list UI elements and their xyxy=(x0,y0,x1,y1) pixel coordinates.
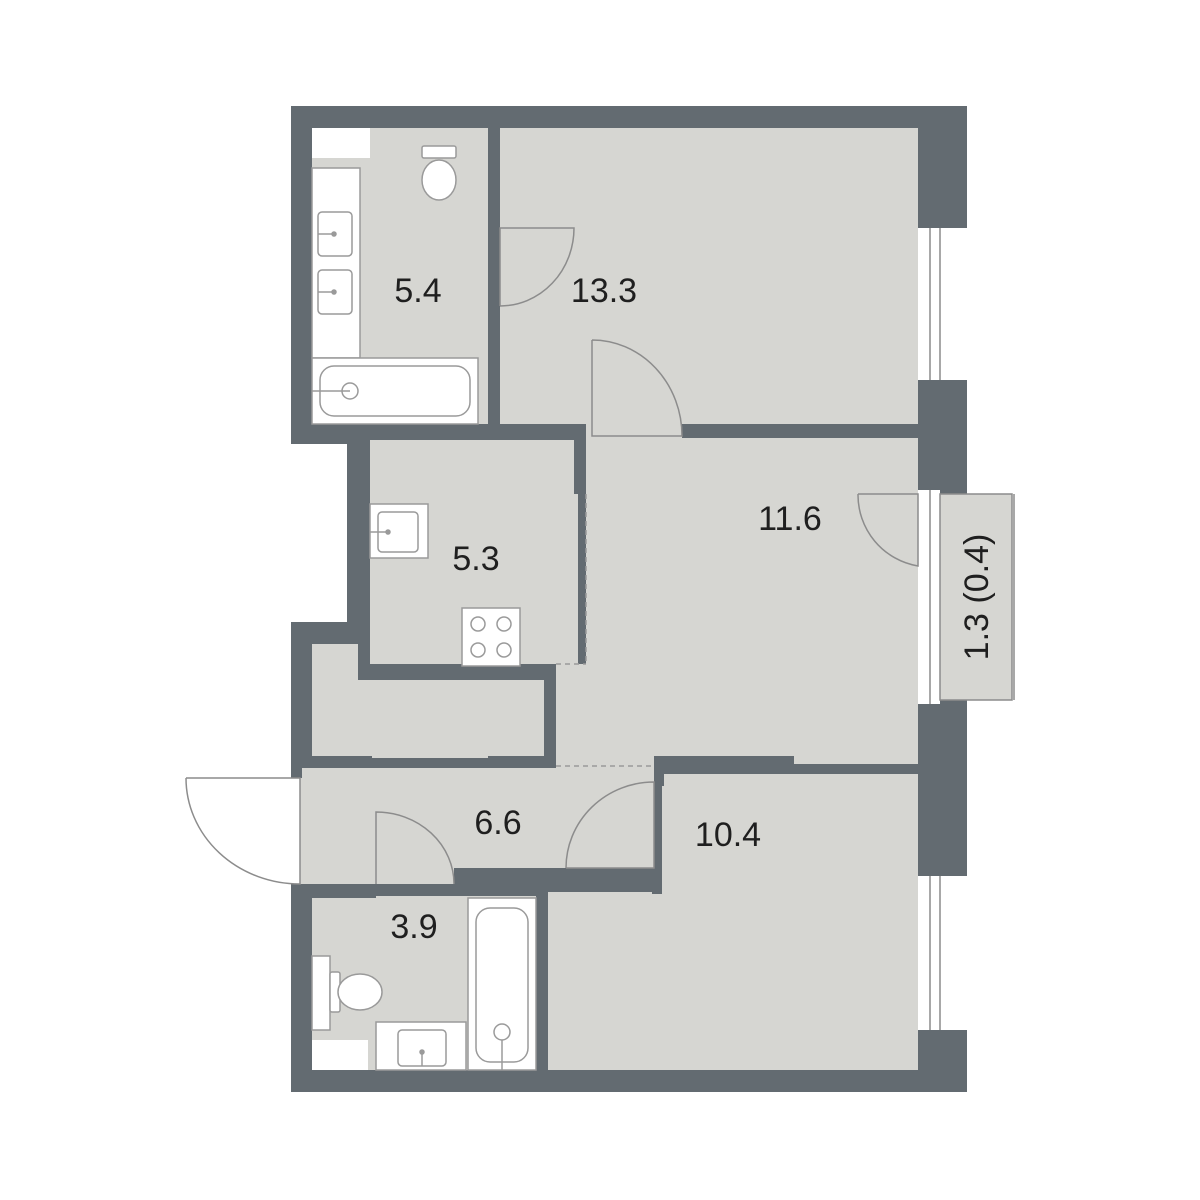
wall-hall-top-right xyxy=(488,756,556,768)
vanity-counter xyxy=(311,167,361,359)
door-swing-icon xyxy=(857,493,919,567)
floor-living-lower xyxy=(556,664,918,768)
toilet-icon xyxy=(421,145,457,201)
area-label-living: 11.6 xyxy=(758,500,822,538)
sink-icon xyxy=(317,269,353,315)
wall-bedroom-bottom-top2 xyxy=(794,764,918,774)
door-swing-icon xyxy=(499,227,575,307)
bath-bottom-niche xyxy=(312,1040,368,1070)
doors xyxy=(185,227,919,885)
area-label-bedroom-top: 13.3 xyxy=(571,272,637,310)
wall-kitchen-right xyxy=(574,436,586,494)
bath-top-niche xyxy=(312,128,370,158)
wall-storage-right xyxy=(544,664,556,758)
balcony-floor xyxy=(939,493,1013,701)
fixtures-top-bath xyxy=(311,145,479,425)
bathtub-icon xyxy=(311,357,479,425)
door-swing-icon xyxy=(591,339,683,437)
area-label-bathroom-bottom: 3.9 xyxy=(390,908,437,946)
sink-icon xyxy=(375,1021,467,1071)
area-label-bathroom-top: 5.4 xyxy=(394,272,441,310)
window-icon xyxy=(918,228,968,380)
floor-storage-2 xyxy=(312,680,544,758)
wall-bedroom-bottom-left xyxy=(654,756,664,786)
door-swing-icon xyxy=(565,781,655,869)
fixtures-kitchen xyxy=(369,503,521,667)
door-swing-icon xyxy=(375,811,455,885)
wall-hall-lip xyxy=(652,868,662,894)
fixtures-bottom-bath xyxy=(311,897,537,1071)
stove-icon xyxy=(461,607,521,667)
wall-hall-bottom-left xyxy=(302,884,376,898)
floor-bedroom-top xyxy=(500,128,918,424)
balcony xyxy=(939,493,1015,701)
area-labels: 5.4 13.3 5.3 11.6 1.3 (0.4) 6.6 10.4 3.9 xyxy=(390,272,996,946)
wall-bath-bedroom-low xyxy=(488,306,500,424)
area-label-hallway: 6.6 xyxy=(474,804,521,842)
wall-bedroom-living xyxy=(682,426,918,438)
wall-kitchen-bottom xyxy=(360,664,556,678)
wall-hall-bottom xyxy=(454,868,662,886)
window-icon xyxy=(918,490,940,704)
area-label-balcony: 1.3 (0.4) xyxy=(958,534,996,661)
wall-hall-top-left xyxy=(312,756,372,768)
wall-bedroom-bottom-top xyxy=(654,756,794,774)
windows xyxy=(918,228,968,1030)
area-label-bedroom-bottom: 10.4 xyxy=(695,816,761,854)
wall-kitchen-top xyxy=(360,426,586,440)
zone-dividers xyxy=(556,494,654,767)
floor-bedroom-bottom-lower xyxy=(546,892,918,1070)
area-label-kitchen: 5.3 xyxy=(452,540,499,578)
wall-bath-bedroom xyxy=(488,128,500,228)
window-icon xyxy=(918,876,968,1030)
entrance-door-swing-icon xyxy=(185,777,301,885)
wall-bathbottom-right xyxy=(536,884,548,1070)
bathtub-icon xyxy=(467,897,537,1071)
interior-walls xyxy=(302,128,918,1070)
sink-icon xyxy=(317,211,353,257)
toilet-icon xyxy=(311,955,383,1031)
sink-icon xyxy=(369,503,429,559)
